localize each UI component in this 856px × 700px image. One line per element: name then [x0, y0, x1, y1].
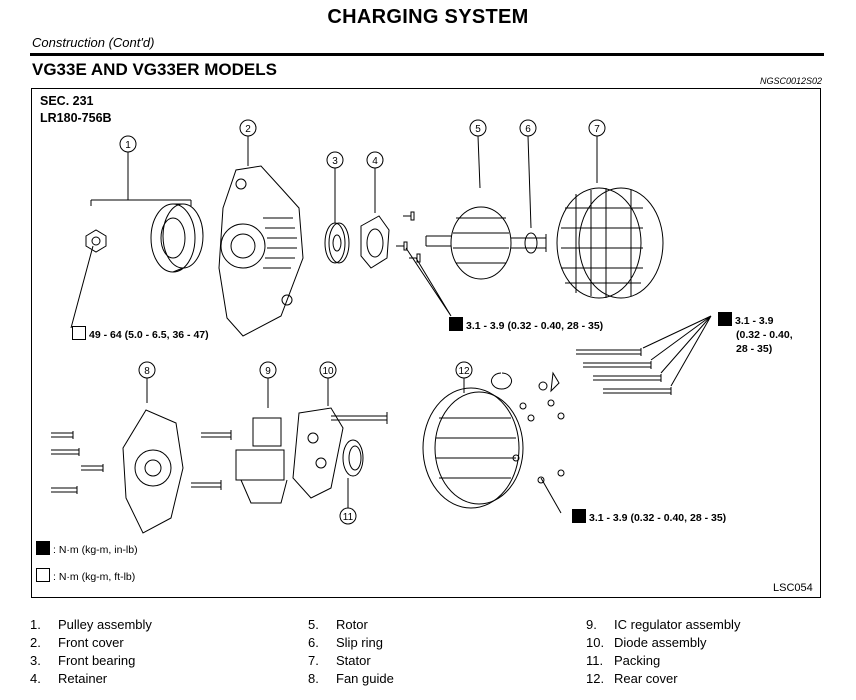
callout-4: 4: [372, 156, 378, 167]
front-cover: [218, 165, 304, 337]
reference-code: NGSC0012S02: [759, 76, 822, 86]
packing: [342, 439, 364, 477]
alternator-exploded-drawing: 1 2 3 4 5 6 7 8 9 10 11 12: [51, 119, 712, 534]
torque-wrench-icon: [36, 541, 50, 555]
parts-list-col-2: 5.Rotor 6.Slip ring 7.Stator 8.Fan guide: [308, 616, 394, 688]
ic-regulator: [191, 417, 288, 504]
callout-1: 1: [125, 140, 131, 151]
sec-line-1: SEC. 231: [40, 94, 94, 108]
torque-spec-rotor-screws: 3.1 - 3.9 (0.32 - 0.40, 28 - 35): [449, 317, 603, 332]
list-item: 6.Slip ring: [308, 635, 383, 650]
callout-7: 7: [594, 124, 600, 135]
torque-wrench-icon: [718, 312, 732, 326]
exploded-view-figure: [31, 88, 821, 598]
parts-list-col-1: 1.Pulley assembly 2.Front cover 3.Front …: [30, 616, 152, 688]
callout-8: 8: [144, 366, 150, 377]
list-item: 4.Retainer: [30, 671, 108, 686]
torque-spec-rear-screws: 3.1 - 3.9 (0.32 - 0.40, 28 - 35): [572, 509, 726, 524]
list-item: 12.Rear cover: [586, 671, 678, 686]
torque-wrench-icon: [449, 317, 463, 331]
front-bearing: [324, 222, 350, 264]
fan-guide: [51, 409, 184, 534]
legend-ft-lb: : N·m (kg-m, ft-lb): [36, 568, 135, 583]
callout-2: 2: [245, 124, 251, 135]
small-fasteners: [512, 399, 565, 484]
parts-list-col-3: 9.IC regulator assembly 10.Diode assembl…: [586, 616, 740, 688]
list-item: 8.Fan guide: [308, 671, 394, 686]
stator: [556, 187, 664, 299]
diode-assembly: [292, 407, 388, 499]
list-item: 2.Front cover: [30, 635, 124, 650]
list-item: 9.IC regulator assembly: [586, 617, 741, 632]
legend-in-lb: : N·m (kg-m, in-lb): [36, 541, 138, 556]
callout-5: 5: [475, 124, 481, 135]
pulley-assembly: [85, 203, 204, 273]
page-subtitle: Construction (Cont'd): [32, 35, 155, 50]
callout-3: 3: [332, 156, 338, 167]
section-title: VG33E AND VG33ER MODELS: [32, 60, 277, 79]
rotor: [425, 206, 547, 280]
section-reference: SEC. 231 LR180-756B: [40, 93, 112, 127]
torque-spec-through-bolts: 3.1 - 3.9 (0.32 - 0.40, 28 - 35): [718, 312, 793, 356]
list-item: 11.Packing: [586, 653, 661, 668]
callout-9: 9: [265, 366, 271, 377]
callout-11: 11: [343, 512, 354, 523]
list-item: 3.Front bearing: [30, 653, 136, 668]
callout-12: 12: [458, 366, 470, 377]
retainer: [360, 215, 390, 269]
page-title: CHARGING SYSTEM: [327, 6, 529, 28]
title-rule: [30, 53, 824, 56]
callout-10: 10: [322, 366, 334, 377]
torque-spec-nut: 49 - 64 (5.0 - 6.5, 36 - 47): [72, 326, 209, 341]
callout-6: 6: [525, 124, 531, 135]
rear-cover: [422, 371, 560, 509]
list-item: 1.Pulley assembly: [30, 617, 152, 632]
sec-line-2: LR180-756B: [40, 111, 112, 125]
top-screws: [396, 211, 421, 263]
torque-wrench-icon: [572, 509, 586, 523]
figure-code: LSC054: [773, 582, 813, 594]
list-item: 10.Diode assembly: [586, 635, 707, 650]
list-item: 5.Rotor: [308, 617, 368, 632]
through-bolts: [576, 348, 672, 395]
torque-wrench-icon: [36, 568, 50, 582]
list-item: 7.Stator: [308, 653, 371, 668]
torque-wrench-icon: [72, 326, 86, 340]
